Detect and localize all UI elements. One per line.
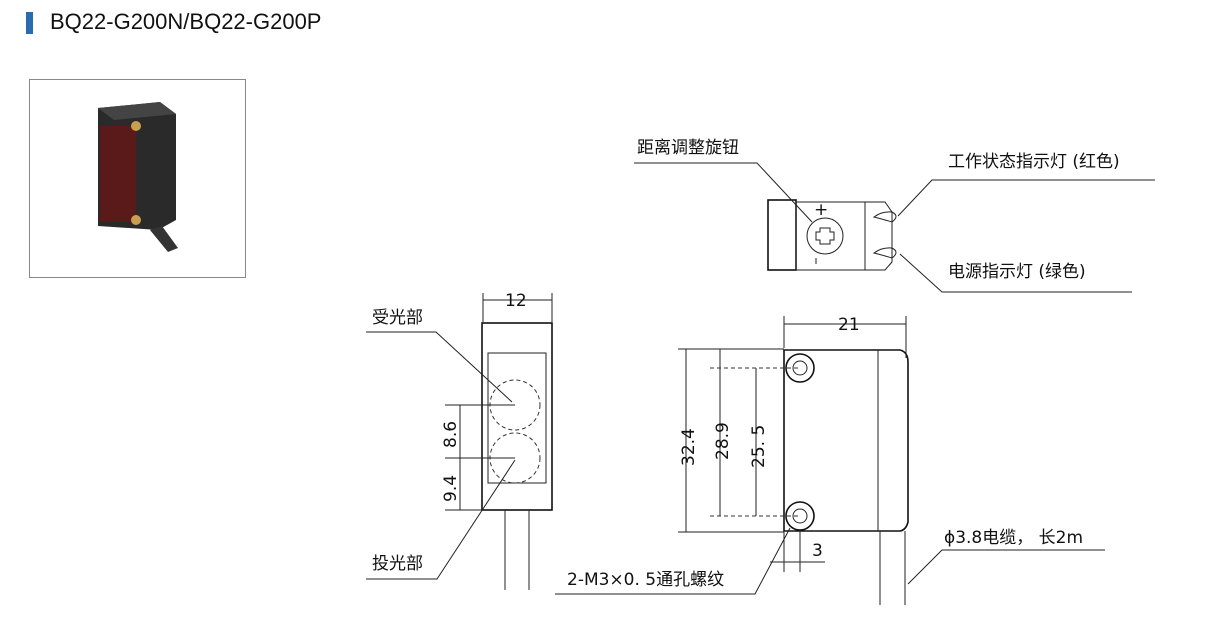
- svg-text:+: +: [814, 200, 828, 220]
- side-view: [678, 316, 909, 605]
- distance-knob-icon: [806, 217, 844, 255]
- page-title: BQ22-G200N/BQ22-G200P: [50, 9, 322, 34]
- mount-holes-label: 2-M3×0. 5通孔螺纹: [567, 570, 724, 590]
- title-accent-bar: [26, 12, 33, 34]
- dim-side-width: 21: [838, 315, 860, 335]
- work-indicator-icon: [872, 211, 897, 223]
- dim-height-mid: 28.9: [713, 422, 733, 460]
- dim-front-width: 12: [505, 291, 527, 311]
- product-photo: [29, 79, 246, 278]
- dim-hole-offset: 3: [812, 541, 823, 561]
- sensor-image: [98, 102, 178, 252]
- power-indicator-label: 电源指示灯 (绿色): [948, 262, 1086, 282]
- dim-lens-spacing: 8.6: [441, 421, 461, 448]
- top-view: +: [767, 199, 897, 271]
- front-view: [445, 293, 553, 590]
- dim-hole-pitch: 25. 5: [749, 425, 769, 468]
- work-indicator-label: 工作状态指示灯 (红色): [948, 152, 1120, 172]
- dim-lens-bottom: 9.4: [441, 475, 461, 502]
- dim-height-total: 32.4: [679, 428, 699, 466]
- distance-knob-label: 距离调整旋钮: [637, 138, 739, 158]
- emitter-label: 投光部: [372, 554, 423, 574]
- power-indicator-icon: [872, 247, 897, 259]
- cable-label: ϕ3.8电缆， 长2m: [944, 528, 1083, 548]
- receiver-label: 受光部: [372, 308, 423, 328]
